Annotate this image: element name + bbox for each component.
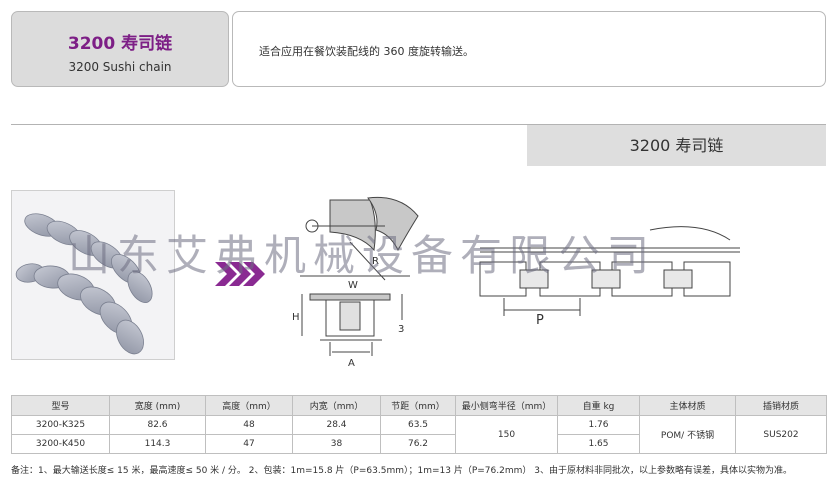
dimension-label-a: A [348, 358, 355, 369]
dimension-label-r: R [372, 256, 379, 267]
dimension-label-p: P [536, 313, 544, 328]
col-header-width: 宽度 (mm) [109, 395, 206, 416]
technical-drawing: W H 3 A R P [290, 190, 770, 370]
cell-width: 82.6 [109, 415, 206, 435]
cell-pitch: 76.2 [380, 434, 456, 454]
double-chevron-arrow-icon [215, 262, 265, 286]
product-title-cn: 3200 寿司链 [67, 34, 173, 54]
product-photo [11, 190, 175, 360]
cell-inner-width: 28.4 [292, 415, 381, 435]
remarks-note: 备注：1、最大输送长度≤ 15 米，最高速度≤ 50 米 / 分。 2、包装：1… [11, 466, 792, 476]
cell-width: 114.3 [109, 434, 206, 454]
spec-table: 型号 宽度 (mm) 高度（mm） 内宽（mm） 节距（mm） 最小侧弯半径（m… [11, 395, 827, 454]
cell-height: 48 [205, 415, 293, 435]
cell-min-radius: 150 [455, 415, 558, 454]
col-header-pin-material: 插销材质 [735, 395, 827, 416]
col-header-min-radius: 最小侧弯半径（mm） [455, 395, 558, 416]
cell-weight: 1.65 [557, 434, 640, 454]
table-row: 3200-K325 82.6 48 28.4 63.5 150 1.76 POM… [11, 415, 827, 454]
col-header-inner-width: 内宽（mm） [292, 395, 381, 416]
col-header-model: 型号 [11, 395, 110, 416]
table-row: 3200-K450 114.3 47 38 76.2 1.65 [11, 434, 827, 454]
dimension-label-w: W [348, 280, 358, 291]
col-header-body-material: 主体材质 [639, 395, 736, 416]
description-box: 适合应用在餐饮装配线的 360 度旋转输送。 [232, 11, 826, 87]
cell-body-material: POM/ 不锈钢 [639, 415, 736, 454]
cell-height: 47 [205, 434, 293, 454]
col-header-weight: 自重 kg [557, 395, 640, 416]
col-header-pitch: 节距（mm） [380, 395, 456, 416]
cell-model: 3200-K325 [11, 415, 110, 435]
section-title: 3200 寿司链 [629, 136, 724, 155]
dimension-label-gap: 3 [398, 324, 404, 335]
section-divider [11, 124, 826, 125]
cell-pin-material: SUS202 [735, 415, 827, 454]
cell-weight: 1.76 [557, 415, 640, 435]
dimension-label-h: H [292, 312, 300, 323]
description-text: 适合应用在餐饮装配线的 360 度旋转输送。 [259, 45, 474, 58]
cell-inner-width: 38 [292, 434, 381, 454]
section-band: 3200 寿司链 [527, 125, 826, 166]
table-header-row: 型号 宽度 (mm) 高度（mm） 内宽（mm） 节距（mm） 最小侧弯半径（m… [11, 395, 827, 416]
col-header-height: 高度（mm） [205, 395, 293, 416]
product-title-box: 3200 寿司链 3200 Sushi chain [11, 11, 229, 87]
company-watermark: 山东艾弗机械设备有限公司 [68, 231, 657, 280]
cell-model: 3200-K450 [11, 434, 110, 454]
product-title-en: 3200 Sushi chain [68, 60, 172, 74]
cell-pitch: 63.5 [380, 415, 456, 435]
